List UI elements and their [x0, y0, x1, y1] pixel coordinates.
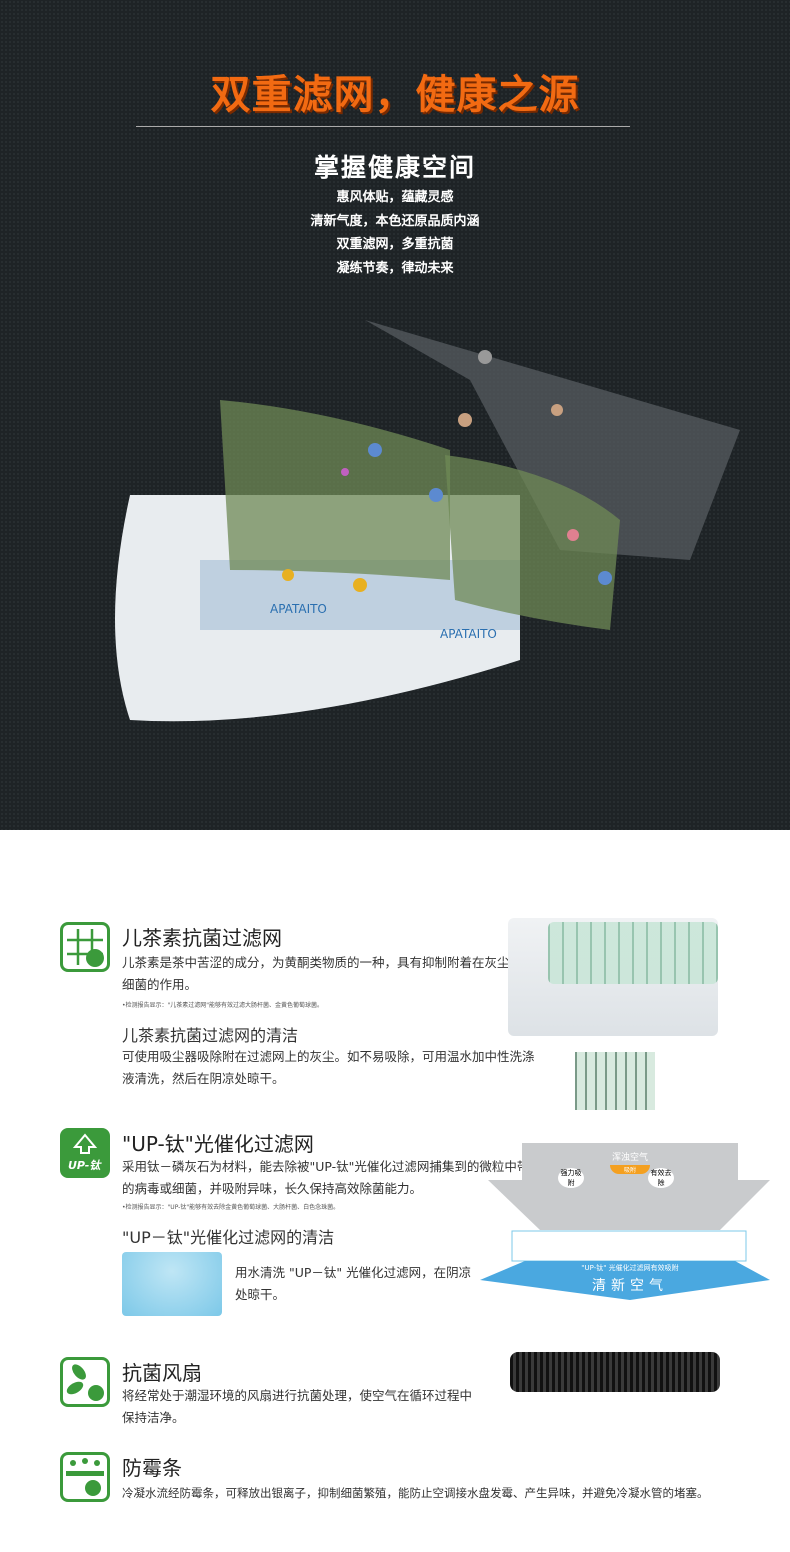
feature-sub-desc: 可使用吸尘器吸除附在过滤网上的灰尘。如不易吸除，可用温水加中性洗涤液清洗，然后在… — [122, 1049, 535, 1086]
feature-title: 儿茶素抗菌过滤网 — [122, 926, 282, 950]
feature-sub-title: 儿茶素抗菌过滤网的清洁 — [122, 1026, 299, 1045]
icon-label: UP-钛 — [68, 1159, 102, 1172]
feature-desc: 采用钛－磷灰石为材料，能去除被"UP-钛"光催化过滤网捕集到的微粒中带有的病毒或… — [122, 1159, 542, 1196]
anti-mold-icon — [60, 1452, 110, 1502]
feature-desc: 冷凝水流经防霉条，可释放出银离子，抑制细菌繁殖，能防止空调接水盘发霉、产生异味，… — [122, 1486, 709, 1500]
filter-label: APATAITO — [440, 627, 497, 641]
hero-title: 双重滤网，健康之源 — [210, 72, 580, 118]
feature-title: 抗菌风扇 — [122, 1361, 202, 1385]
washing-basin-image — [122, 1252, 222, 1316]
fan-icon — [60, 1357, 110, 1407]
catechin-filter-icon — [60, 922, 110, 972]
ac-filter-illustration: APATAITO APATAITO — [115, 320, 740, 722]
hero-line: 惠风体贴，蕴藏灵感 — [336, 190, 454, 205]
cross-flow-fan-image — [510, 1352, 720, 1392]
hero-line: 凝练节奏，律动未来 — [336, 260, 454, 276]
hero-banner: 双重滤网，健康之源 掌握健康空间 惠风体贴，蕴藏灵感 清新气度，本色还原品质内涵… — [0, 0, 790, 830]
feature-desc: 将经常处于潮湿环境的风扇进行抗菌处理，使空气在循环过程中保持洁净。 — [122, 1388, 473, 1425]
feature-desc: 儿茶素是茶中苦涩的成分，为黄酮类物质的一种，具有抑制附着在灰尘上的细菌的作用。 — [122, 955, 535, 992]
hero-line: 清新气度，本色还原品质内涵 — [310, 213, 480, 229]
up-titanium-filter-icon: UP-钛 — [60, 1128, 110, 1178]
hero-lines: 惠风体贴，蕴藏灵感 清新气度，本色还原品质内涵 双重滤网，多重抗菌 凝练节奏，律… — [0, 186, 790, 280]
diagram-bubble: 强力吸附 — [558, 1168, 584, 1188]
feature-note: •检测报告显示："UP-钛"能够有效去除金黄色葡萄球菌、大肠杆菌、白色念珠菌。 — [122, 1204, 340, 1211]
divider — [136, 126, 630, 127]
diagram-top-label: 浑浊空气 — [611, 1153, 648, 1163]
diagram-bubble: 有效去除 — [648, 1168, 674, 1188]
feature-sub-title: "UP－钛"光催化过滤网的清洁 — [122, 1228, 335, 1247]
feature-title: 防霉条 — [122, 1456, 182, 1480]
filter-vacuum-image — [575, 1052, 655, 1110]
filter-label: APATAITO — [270, 602, 327, 616]
diagram-bottom-caption: "UP-钛" 光催化过滤网有效吸附 — [581, 1264, 679, 1272]
hero-subtitle: 掌握健康空间 — [313, 153, 476, 182]
diagram-badge: 吸附 — [610, 1165, 650, 1174]
diagram-bottom-label: 清新空气 — [592, 1278, 668, 1294]
up-titanium-diagram: 浑浊空气 吸附 强力吸附 有效去除 "UP-钛" 光催化过滤网有效吸附 清新空气 — [480, 1135, 780, 1300]
ac-with-catechin-filter-image — [508, 918, 718, 1036]
feature-note: •检测报告显示："儿茶素过滤网"能够有效过滤大肠杆菌、金黄色葡萄球菌。 — [122, 1002, 324, 1009]
hero-line: 双重滤网，多重抗菌 — [336, 237, 454, 252]
feature-sub-desc: 用水清洗 "UP－钛" 光催化过滤网，在阴凉处晾干。 — [235, 1265, 472, 1302]
feature-title: "UP-钛"光催化过滤网 — [122, 1132, 314, 1156]
